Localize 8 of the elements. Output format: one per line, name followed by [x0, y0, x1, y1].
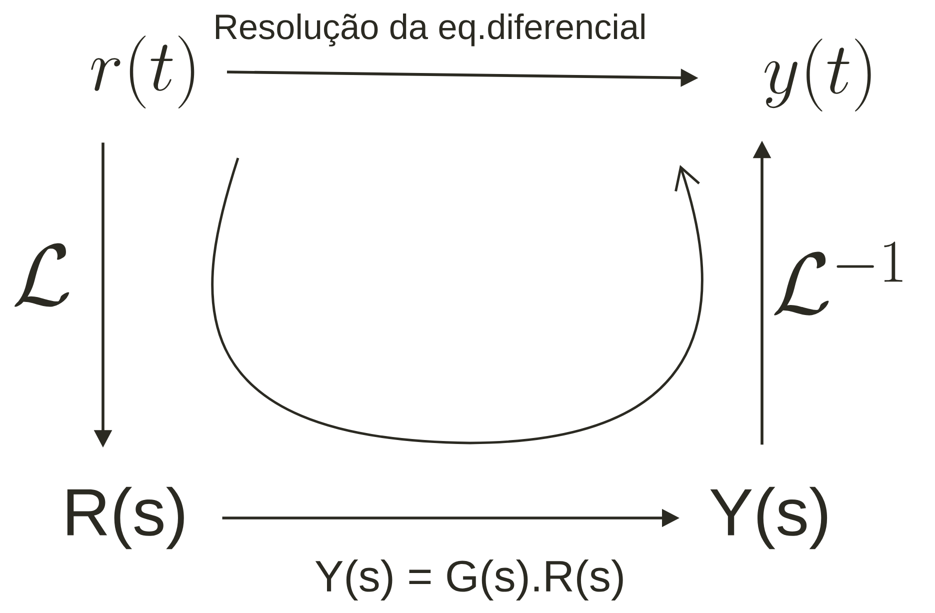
edge-label: $\mathcal{L}$	[14, 243, 70, 307]
math-expression: $r(t)$	[91, 36, 194, 108]
math-expression: $y(t)$	[764, 38, 871, 112]
signal-label: R(s)	[67, 486, 184, 550]
edge-label: $\mathcal{L}^{-1}$	[774, 242, 902, 316]
edge-label: Resolução da eq.diferencial	[216, 14, 644, 46]
signal-label: Y(s)	[710, 486, 828, 550]
edge-label: Y(s) = G(s).R(s)	[315, 560, 623, 600]
